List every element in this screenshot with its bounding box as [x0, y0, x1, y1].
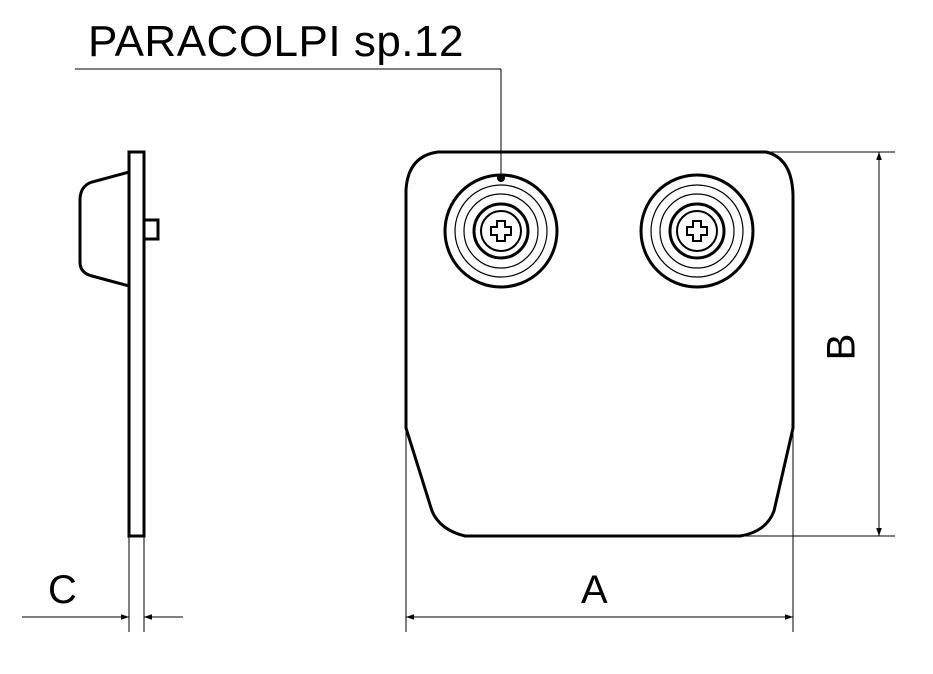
phillips-screw-icon: [686, 220, 708, 242]
dimension-c: [22, 536, 183, 632]
dimension-a: [405, 428, 794, 632]
front-plate-outline: [404, 150, 795, 538]
side-bumper: [78, 170, 130, 288]
side-view: [78, 150, 160, 538]
dimension-c-label: C: [48, 568, 77, 612]
bumper-left: [443, 173, 559, 289]
bumper-right: [639, 173, 755, 289]
phillips-screw-icon: [490, 220, 512, 242]
dimension-b: [740, 151, 895, 537]
dimension-a-label: A: [581, 568, 608, 612]
callout-label: PARACOLPI sp.12: [88, 17, 464, 66]
side-screw-stub: [144, 218, 160, 241]
callout-leader: [75, 68, 505, 182]
side-plate: [127, 150, 146, 538]
dimension-b-label: B: [819, 333, 864, 361]
front-view: [404, 150, 795, 538]
